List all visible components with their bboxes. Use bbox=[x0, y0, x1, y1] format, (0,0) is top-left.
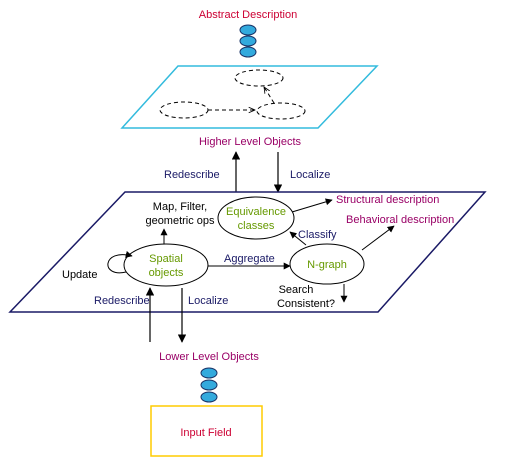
ngraph-label: N-graph bbox=[307, 259, 347, 271]
structural-arrow bbox=[291, 198, 333, 213]
aggregate-label: Aggregate bbox=[224, 253, 275, 265]
update-loop-arrow bbox=[107, 250, 133, 274]
lower-level-objects-label: Lower Level Objects bbox=[159, 351, 259, 363]
equivalence-classes-label: classes bbox=[238, 220, 275, 232]
behavioral-arrow bbox=[361, 225, 395, 251]
bottom-ellipsis-dots bbox=[200, 367, 218, 403]
update-label: Update bbox=[62, 269, 97, 281]
input-field-label: Input Field bbox=[180, 427, 231, 439]
higher-level-objects-label: Higher Level Objects bbox=[199, 136, 302, 148]
map-filter-label: geometric ops bbox=[145, 215, 215, 227]
search-label: Consistent? bbox=[277, 298, 335, 310]
behavioral-description-label: Behavioral description bbox=[346, 214, 454, 226]
redescribe-bottom-label: Redescribe bbox=[94, 295, 150, 307]
dot bbox=[200, 379, 218, 391]
dot bbox=[239, 46, 257, 58]
equivalence-classes-node bbox=[217, 196, 295, 240]
equivalence-classes-label: Equivalence bbox=[226, 206, 286, 218]
higher-level-graph bbox=[159, 69, 306, 120]
top-ellipsis-dots bbox=[239, 24, 257, 58]
dot bbox=[239, 35, 257, 47]
dot bbox=[200, 391, 218, 403]
ngraph-node bbox=[289, 243, 365, 285]
dot bbox=[200, 367, 218, 379]
processing-plane bbox=[8, 191, 487, 313]
localize-bottom-label: Localize bbox=[188, 295, 228, 307]
classify-label: Classify bbox=[298, 229, 337, 241]
graph-node bbox=[234, 69, 284, 87]
map-filter-label: Map, Filter, bbox=[153, 201, 207, 213]
localize-top-label: Localize bbox=[290, 169, 330, 181]
higher-level-plane bbox=[120, 65, 379, 129]
redescribe-top-label: Redescribe bbox=[164, 169, 220, 181]
search-label: Search bbox=[279, 284, 314, 296]
input-field-box bbox=[150, 405, 263, 457]
structural-description-label: Structural description bbox=[336, 194, 439, 206]
graph-node bbox=[256, 102, 306, 120]
graph-edge bbox=[264, 87, 275, 104]
spatial-objects-label: objects bbox=[149, 267, 184, 279]
abstract-description-label: Abstract Description bbox=[199, 9, 297, 21]
graph-node bbox=[159, 101, 209, 119]
spatial-objects-label: Spatial bbox=[149, 253, 183, 265]
dot bbox=[239, 24, 257, 36]
classify-arrow bbox=[289, 231, 307, 246]
spatial-objects-node bbox=[123, 243, 209, 287]
